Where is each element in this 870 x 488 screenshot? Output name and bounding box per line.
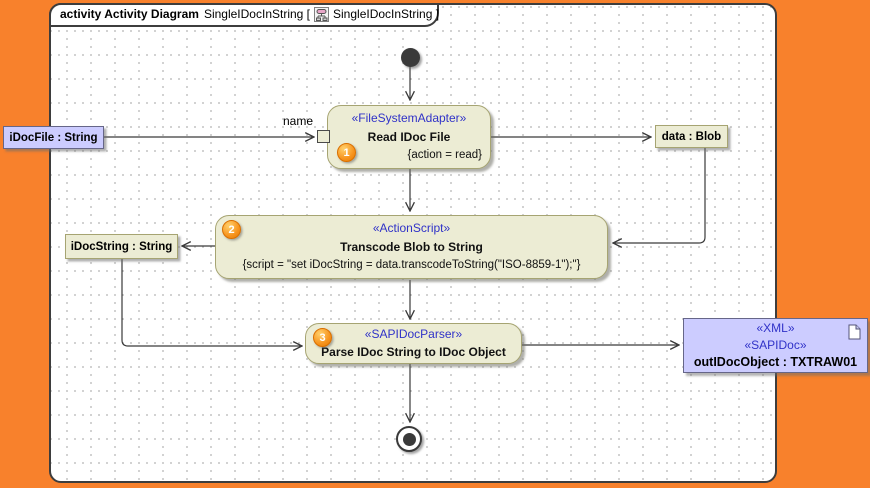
badge-number: 3 — [319, 331, 326, 344]
action-constraint: {action = read} — [407, 149, 483, 162]
stereotype-label: «SAPIDocParser» — [364, 327, 463, 342]
input-pin[interactable] — [317, 130, 330, 143]
object-name: data : Blob — [661, 130, 722, 143]
object-data-blob[interactable]: data : Blob — [655, 125, 728, 148]
stereotype-label: «SAPIDoc» — [744, 337, 807, 352]
action-parse-idoc-string[interactable]: «SAPIDocParser» Parse IDoc String to IDo… — [305, 323, 522, 364]
object-name: outIDocObject : TXTRAW01 — [693, 354, 858, 369]
diagram-frame-tab[interactable]: activity Activity Diagram SingleIDocInSt… — [49, 3, 439, 27]
stereotype-label: «XML» — [756, 321, 795, 336]
stereotype-label: «FileSystemAdapter» — [351, 110, 467, 125]
action-name: Read IDoc File — [367, 129, 451, 144]
object-name: iDocString : String — [70, 240, 173, 253]
diagram-ref-label: SingleIDocInString ] — [333, 7, 440, 21]
action-constraint: {script = "set iDocString = data.transco… — [242, 259, 581, 272]
step-badge-3: 3 — [313, 328, 332, 347]
diagram-context-label: SingleIDocInString [ — [203, 7, 311, 21]
object-name: iDocFile : String — [9, 131, 98, 144]
activity-diagram-icon — [314, 6, 330, 22]
badge-number: 1 — [343, 146, 350, 159]
stereotype-label: «ActionScript» — [372, 220, 451, 235]
object-outidocobject[interactable]: «XML» «SAPIDoc» outIDocObject : TXTRAW01 — [683, 318, 868, 373]
action-transcode-blob-to-string[interactable]: «ActionScript» Transcode Blob to String … — [215, 215, 608, 279]
final-node-dot — [402, 432, 416, 446]
initial-node[interactable] — [401, 48, 420, 67]
action-name: Parse IDoc String to IDoc Object — [321, 344, 506, 359]
step-badge-2: 2 — [222, 220, 241, 239]
document-icon — [848, 324, 861, 340]
object-idocstring-string[interactable]: iDocString : String — [65, 234, 178, 259]
object-idocfile-string[interactable]: iDocFile : String — [3, 126, 104, 149]
badge-number: 2 — [228, 223, 235, 236]
step-badge-1: 1 — [337, 143, 356, 162]
activity-final-node[interactable] — [396, 426, 422, 452]
edge-name-label: name — [282, 114, 313, 128]
diagram-kind-label: activity Activity Diagram — [60, 7, 199, 21]
action-name: Transcode Blob to String — [340, 239, 483, 254]
